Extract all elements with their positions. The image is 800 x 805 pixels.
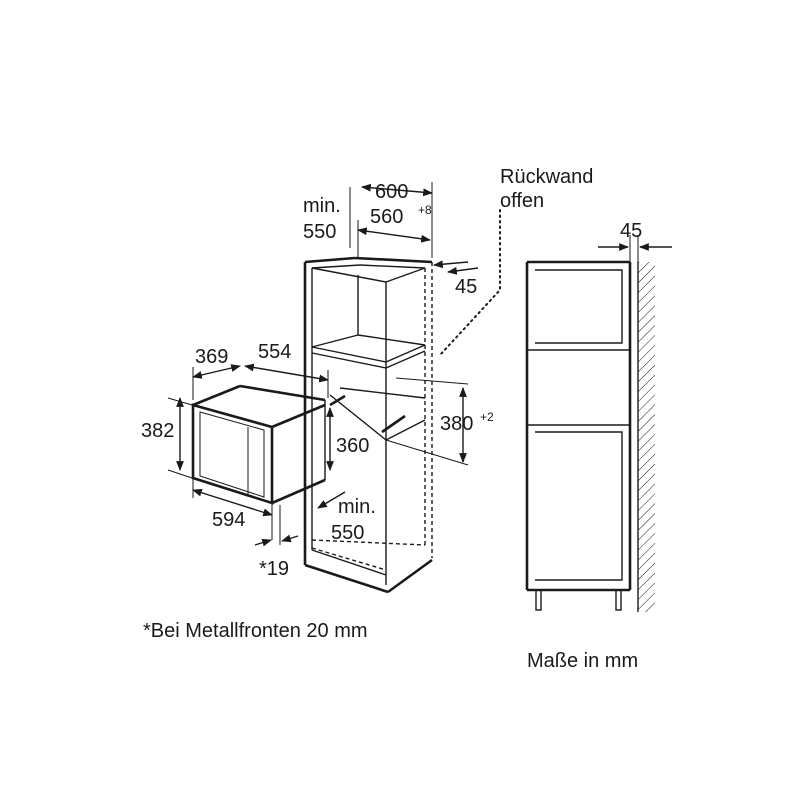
dim-594: 594 (212, 509, 245, 531)
dim-19: *19 (259, 558, 289, 580)
offen-label: offen (500, 190, 544, 212)
dim-554: 554 (258, 341, 291, 363)
dim-560-tolerance: +8 (418, 203, 432, 217)
min-label-bottom: min. (338, 496, 376, 518)
dim-600: 600 (375, 181, 408, 203)
tall-cabinet (303, 256, 433, 594)
footnote: *Bei Metallfronten 20 mm (143, 620, 368, 642)
dim-560: 560 (370, 206, 403, 228)
dim-45-side: 45 (620, 220, 642, 242)
dimension-lines-left (167, 182, 501, 547)
side-view (525, 235, 672, 612)
rueckwand-label: Rückwand (500, 166, 593, 188)
dim-380-tolerance: +2 (480, 410, 494, 424)
dim-382: 382 (141, 420, 174, 442)
dim-45-cabinet: 45 (455, 276, 477, 298)
dim-550-bottom: 550 (331, 522, 364, 544)
units-note: Maße in mm (527, 650, 638, 672)
dim-550-top: 550 (303, 221, 336, 243)
min-label-top: min. (303, 195, 341, 217)
dim-380: 380 (440, 413, 473, 435)
dim-360: 360 (336, 435, 369, 457)
microwave-appliance (191, 384, 326, 505)
dim-369: 369 (195, 346, 228, 368)
